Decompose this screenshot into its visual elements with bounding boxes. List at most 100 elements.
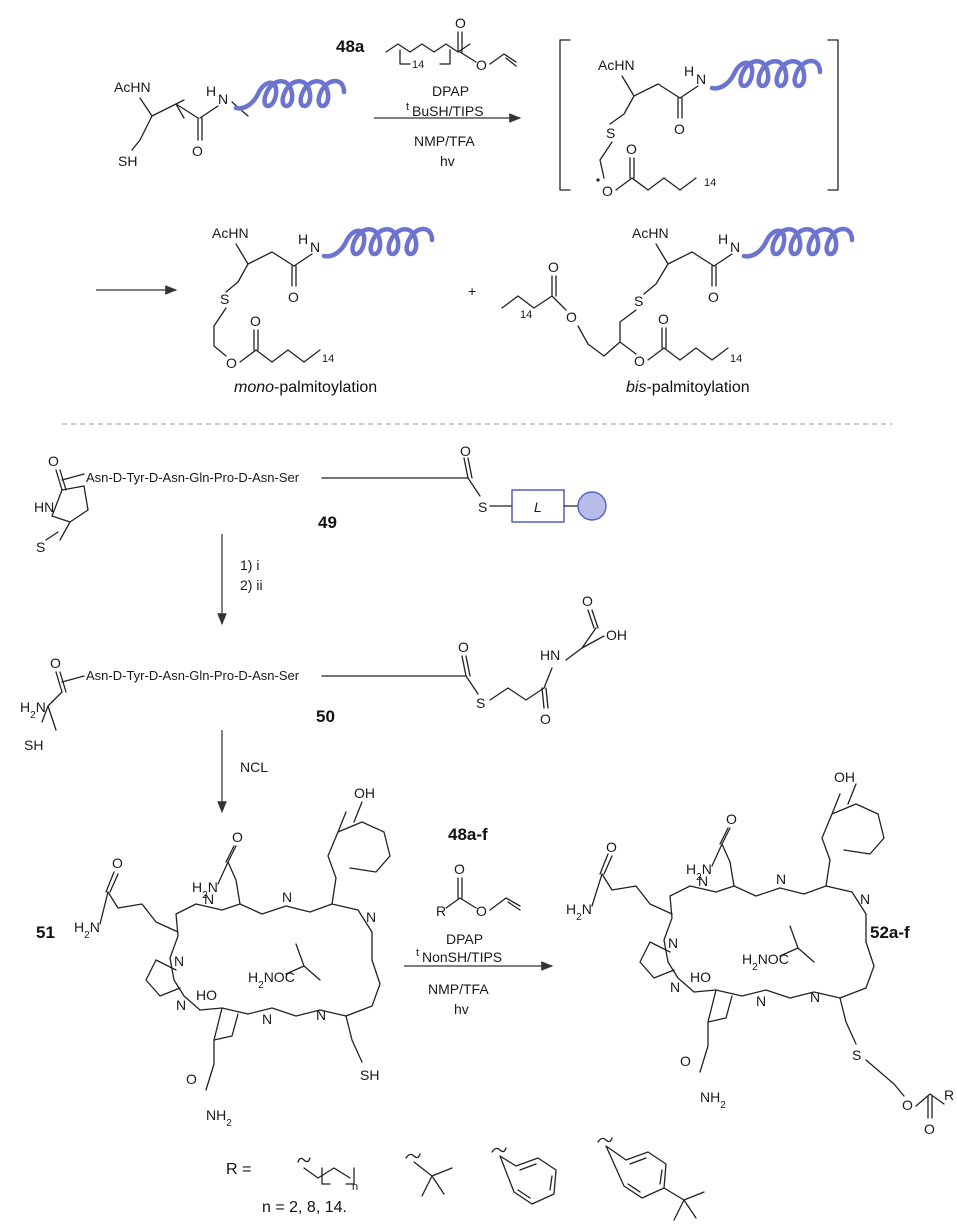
compound-52af: 52a-f O H2N N O H2N OH H2NOC HO NH2 O S … bbox=[566, 769, 954, 1137]
ser-ho-52: HO bbox=[690, 969, 711, 985]
amide-n-bis: N bbox=[730, 239, 740, 255]
r-group-label: R bbox=[436, 903, 446, 919]
acid-o-50: O bbox=[582, 593, 593, 609]
amide-h-mono: H bbox=[298, 231, 308, 247]
plus-sign: + bbox=[468, 283, 476, 299]
helix-bis bbox=[744, 229, 852, 256]
side-nh2-52a: H2N bbox=[566, 901, 592, 923]
tyr-oh-51: OH bbox=[354, 785, 375, 801]
chain-14-bis-right: 14 bbox=[730, 353, 742, 365]
reaction-arrow-1: 48a O O 14 DPAP t BuSH/TIPS NMP/TFA hv bbox=[336, 15, 522, 169]
thioether-s-bis: S bbox=[634, 293, 643, 309]
wavy-bond-2 bbox=[405, 1153, 421, 1159]
light-hv-2: hv bbox=[454, 1001, 469, 1017]
achn-label: AcHN bbox=[114, 79, 151, 95]
amide-hn-51a: N bbox=[176, 997, 186, 1013]
compound-48a-label: 48a bbox=[336, 37, 365, 56]
reaction-arrow-49-50: 1) i 2) ii bbox=[217, 534, 263, 626]
ester-carbonyl-o-bis-right: O bbox=[658, 311, 669, 327]
achn-label-mono: AcHN bbox=[212, 225, 249, 241]
amide-o-int: O bbox=[674, 121, 685, 137]
asn-o-52: O bbox=[726, 811, 737, 827]
linker-box bbox=[511, 489, 565, 523]
chain-14-mono: 14 bbox=[322, 353, 334, 365]
reagent-bush-tips: BuSH/TIPS bbox=[412, 103, 484, 119]
pro-n-52: N bbox=[668, 935, 678, 951]
mono-caption-rest: -palmitoylation bbox=[274, 379, 377, 396]
reagent-dpap-2: DPAP bbox=[446, 931, 483, 947]
n-values-label: n = 2, 8, 14. bbox=[262, 1199, 347, 1216]
ester-o-top-48af: O bbox=[454, 861, 465, 877]
amide-hn-51b: N bbox=[204, 891, 214, 907]
sh-50: SH bbox=[24, 737, 43, 753]
ester-carbonyl-o-int: O bbox=[626, 141, 637, 157]
amide-n-52d: N bbox=[860, 891, 870, 907]
asn-o-51: O bbox=[232, 829, 243, 845]
ester-carbonyl-o-mono: O bbox=[250, 313, 261, 329]
amide-o-50: O bbox=[540, 711, 551, 727]
thioether-s-mono: S bbox=[220, 291, 229, 307]
h2noc-51: H2NOC bbox=[248, 969, 295, 991]
wavy-bond-3 bbox=[491, 1147, 507, 1153]
asn-nh2-52: NH2 bbox=[700, 1089, 726, 1111]
chain-14-int: 14 bbox=[704, 177, 716, 189]
reagent-t-superscript: t bbox=[406, 101, 409, 113]
thioester-o-49: O bbox=[460, 443, 471, 459]
ester-o-bis-right: O bbox=[634, 353, 645, 369]
cys-sh-51: SH bbox=[360, 1067, 379, 1083]
asn-o-lower-52: O bbox=[680, 1053, 691, 1069]
carbonyl-o: O bbox=[192, 143, 203, 159]
amide-hn-50: HN bbox=[540, 647, 560, 663]
compound-51: 51 O H2N N O H2N OH H2NOC HO NH2 O SH N … bbox=[36, 785, 391, 1129]
carbonyl-o-49: O bbox=[48, 453, 59, 469]
amide-h-bis: H bbox=[718, 231, 728, 247]
helix-mono bbox=[324, 229, 432, 256]
side-o-51a: O bbox=[112, 855, 123, 871]
thiaz-hn: HN bbox=[34, 499, 54, 515]
r-group-definitions: R = n = 2, 8, 14. n bbox=[226, 1137, 705, 1221]
thioether-s-int: S bbox=[606, 125, 615, 141]
amide-n: N bbox=[218, 91, 228, 107]
ester-o-bis-left: O bbox=[566, 309, 577, 325]
radical-intermediate: AcHN S O O 14 O N H bbox=[559, 39, 839, 199]
amide-hn-51e: N bbox=[316, 1007, 326, 1023]
amide-hn-51d: N bbox=[366, 909, 376, 925]
amide-n-52f: N bbox=[756, 993, 766, 1009]
sequence-49: Asn-D-Tyr-D-Asn-Gln-Pro-D-Asn-Ser bbox=[86, 470, 300, 485]
side-o-52a: O bbox=[606, 839, 617, 855]
sh-label: SH bbox=[118, 153, 137, 169]
thioester-s-50: S bbox=[476, 695, 485, 711]
h2n-50: H2N bbox=[20, 699, 46, 721]
achn-label-bis: AcHN bbox=[632, 225, 669, 241]
compound-50-label: 50 bbox=[316, 707, 335, 726]
amide-n-mono: N bbox=[310, 239, 320, 255]
ester-o-mono: O bbox=[226, 355, 237, 371]
ester-carbonyl-o-bis-left: O bbox=[548, 259, 559, 275]
amide-hn-51f: N bbox=[262, 1011, 272, 1027]
side-nh2-51a: H2N bbox=[74, 919, 100, 941]
step-2: 2) ii bbox=[240, 577, 263, 593]
h2noc-52: H2NOC bbox=[742, 951, 789, 973]
compound-49: HN S O Asn-D-Tyr-D-Asn-Gln-Pro-D-Asn-Ser… bbox=[34, 443, 607, 555]
thioester-s-49: S bbox=[478, 499, 487, 515]
bis-caption-italic: bis bbox=[626, 379, 646, 396]
svg-text:mono-palmitoylation: mono-palmitoylation bbox=[234, 379, 377, 396]
carbonyl-o-50: O bbox=[50, 655, 61, 671]
wavy-bond-4 bbox=[597, 1137, 613, 1143]
amide-n-52b: N bbox=[698, 873, 708, 889]
chain-14-bis-left: 14 bbox=[520, 309, 532, 321]
solvent-nmp-tfa: NMP/TFA bbox=[414, 133, 475, 149]
amide-n-int: N bbox=[696, 71, 706, 87]
chain-14-label: 14 bbox=[412, 59, 424, 71]
compound-48af-label: 48a-f bbox=[448, 825, 488, 844]
sequence-50: Asn-D-Tyr-D-Asn-Gln-Pro-D-Asn-Ser bbox=[86, 668, 300, 683]
ester-o-52: O bbox=[902, 1097, 913, 1113]
reagent-t-superscript-2: t bbox=[416, 947, 419, 959]
thioether-s-52: S bbox=[852, 1047, 861, 1063]
helix-int bbox=[712, 61, 820, 88]
compound-51-label: 51 bbox=[36, 923, 55, 942]
solvent-nmp-tfa-2: NMP/TFA bbox=[428, 981, 489, 997]
pro-n-51: N bbox=[174, 953, 184, 969]
reaction-arrow-ncl: NCL bbox=[217, 730, 268, 814]
